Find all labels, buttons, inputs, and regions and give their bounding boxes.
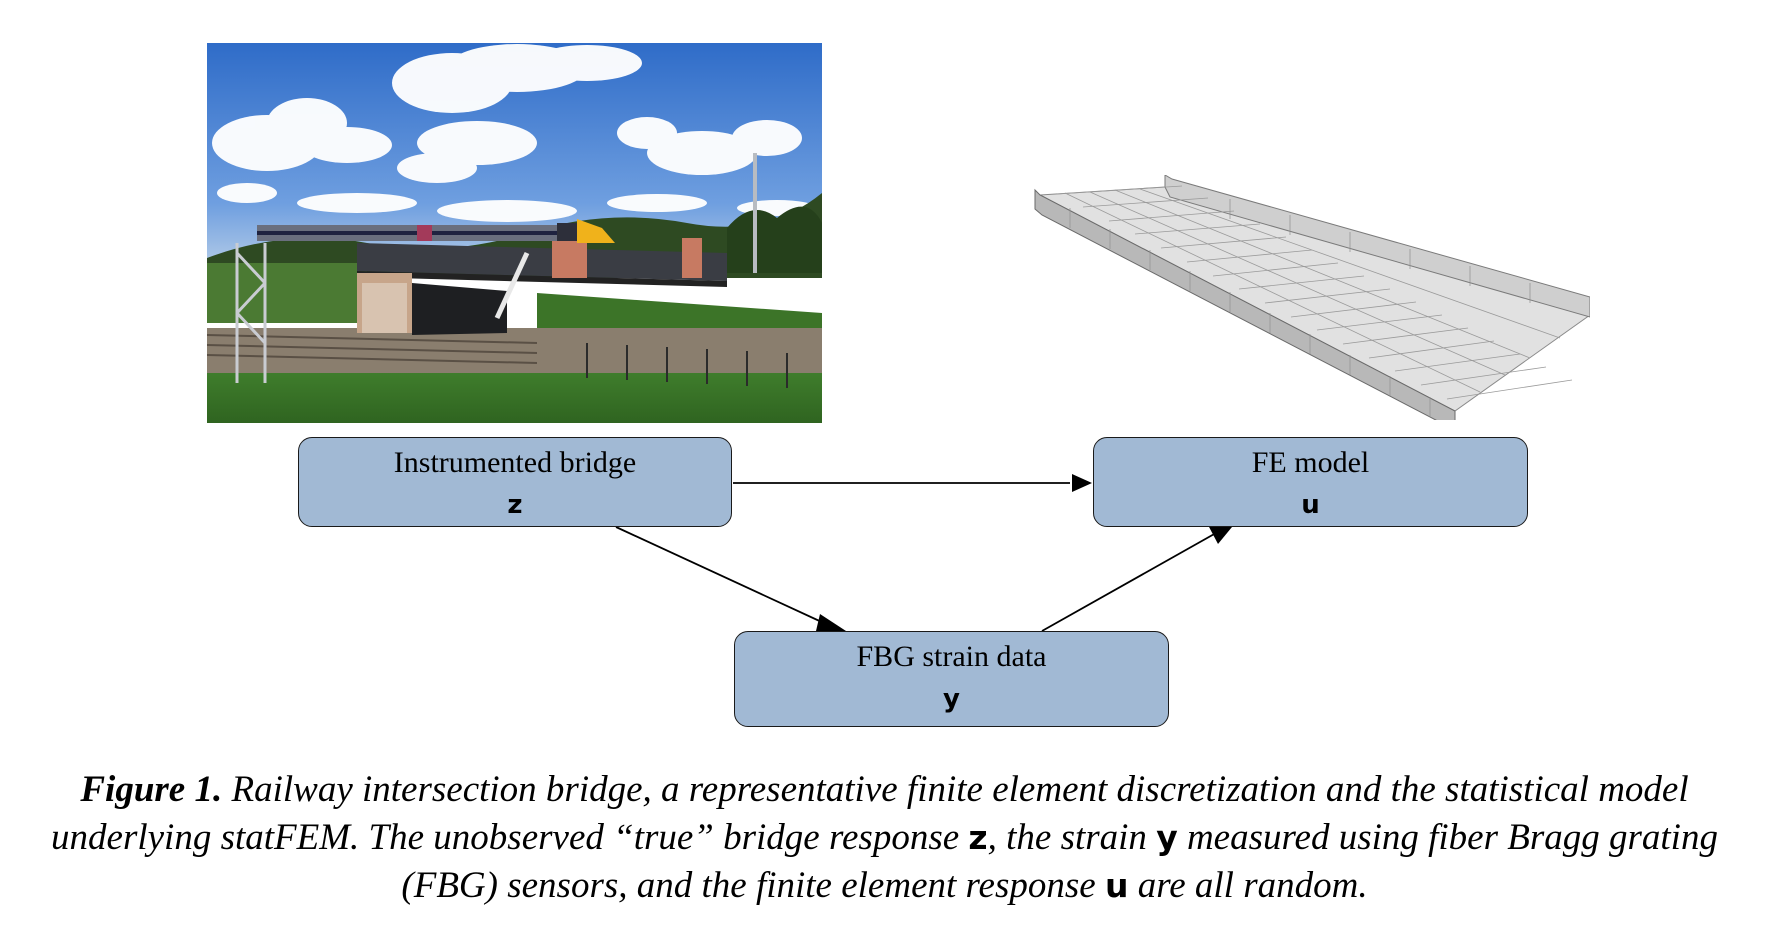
arrowhead-fe-bottom (1208, 525, 1232, 544)
figure-label: Figure 1. (80, 769, 223, 810)
bridge-photo (207, 43, 822, 423)
caption-text: Railway intersection bridge, a represent… (51, 769, 1689, 858)
symbol-z: z (968, 818, 988, 857)
mesh-lines (1056, 185, 1573, 400)
figure-caption: Figure 1. Railway intersection bridge, a… (40, 766, 1729, 910)
train (257, 219, 615, 243)
clouds (212, 44, 817, 222)
node-variable: y (943, 684, 960, 714)
arrowhead-fe-left (1072, 474, 1092, 492)
symbol-u: u (1104, 866, 1129, 905)
symbol-y: y (1156, 818, 1178, 857)
edge-fbg-to-fe (1041, 525, 1232, 632)
caption-text: , the strain (987, 817, 1157, 858)
caption-text: measured using fiber Bragg grating (FBG)… (401, 817, 1718, 906)
node-label: Instrumented bridge (393, 446, 637, 479)
abutment-right (552, 238, 587, 278)
track-bed (207, 328, 822, 373)
node-label: FBG strain data (856, 640, 1047, 673)
girder-mesh (1069, 199, 1531, 417)
node-fe-model: FE model u (1093, 437, 1528, 527)
edge-bridge-to-fe (733, 474, 1092, 492)
fe-mesh-render (1034, 175, 1590, 420)
edge-bridge-to-fbg (615, 526, 846, 631)
node-variable: z (507, 490, 523, 520)
bridge-deck (357, 243, 727, 281)
caption-text: are all random. (1128, 865, 1368, 906)
mast-left (235, 243, 267, 383)
node-label: FE model (1251, 446, 1370, 479)
node-fbg-strain-data: FBG strain data y (734, 631, 1169, 727)
field-grass (207, 373, 822, 423)
node-instrumented-bridge: Instrumented bridge z (298, 437, 732, 527)
embankment (207, 263, 367, 323)
node-variable: u (1301, 490, 1320, 520)
arrowhead-fbg (816, 614, 846, 631)
